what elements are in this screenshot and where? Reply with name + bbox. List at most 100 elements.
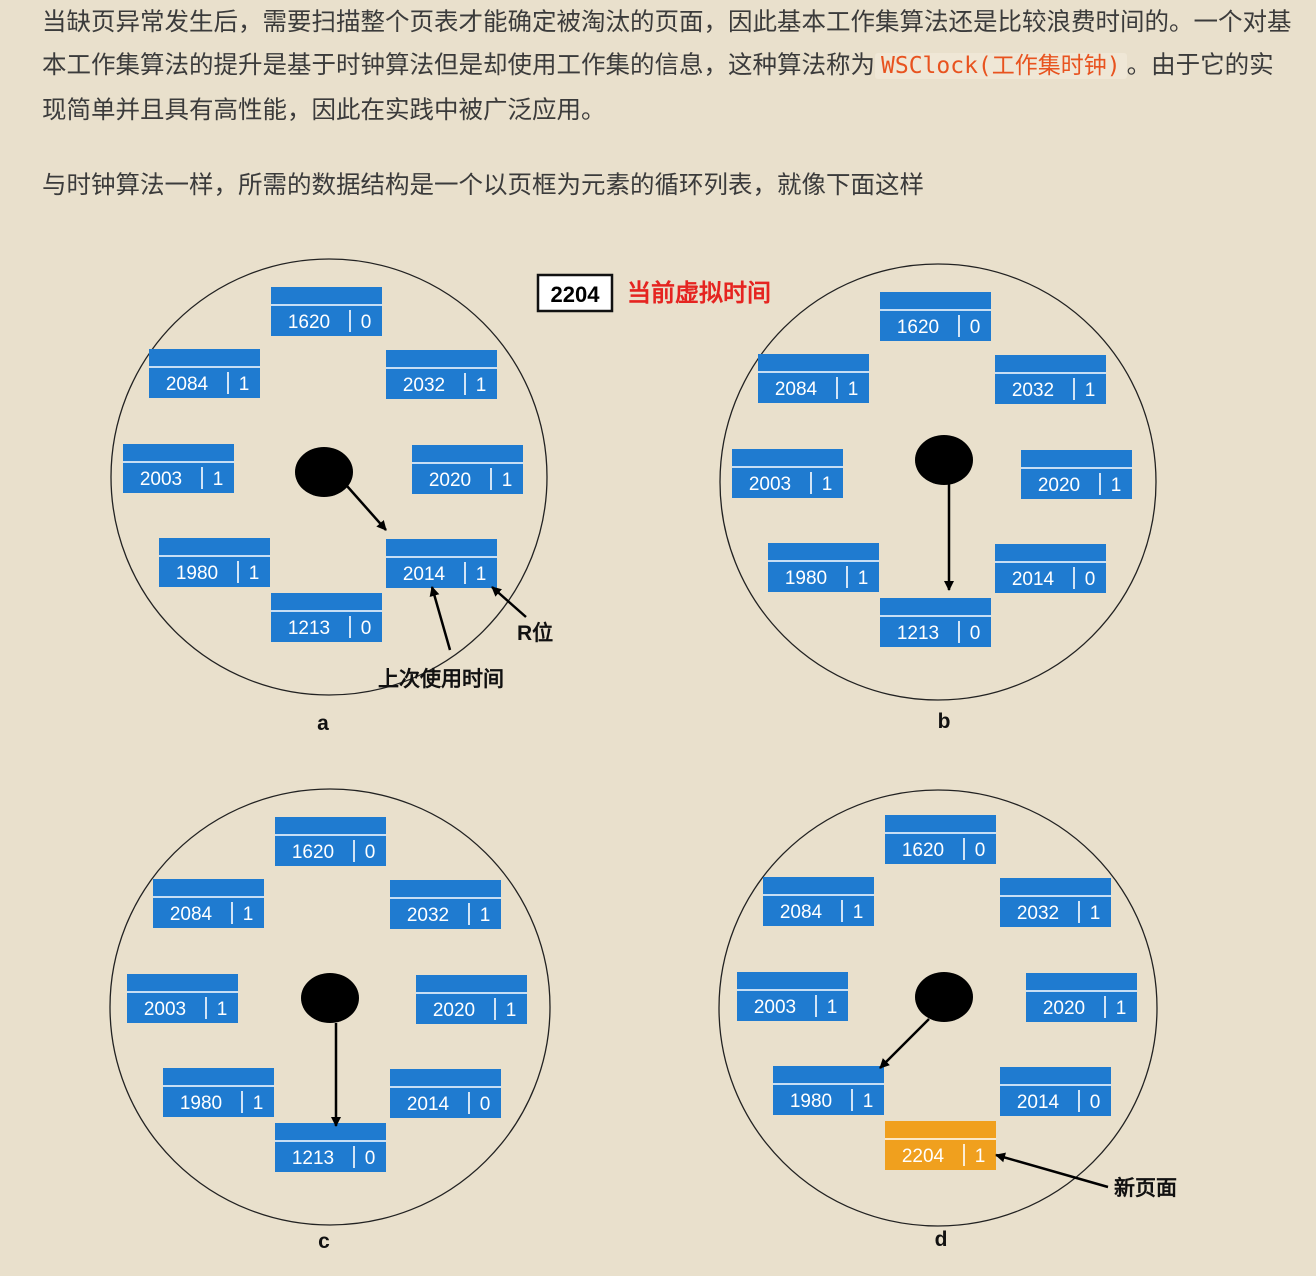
frame-last-use-time: 2084 [170, 904, 213, 925]
clock-hand [879, 1018, 930, 1069]
page-frame: 2204 1 [885, 1121, 996, 1170]
clock-ring [110, 258, 548, 696]
r-bit-label: R位 [517, 621, 553, 645]
frame-r-bit: 0 [970, 317, 981, 338]
page-frame: 2020 1 [412, 445, 523, 494]
frame-last-use-time: 2003 [754, 997, 796, 1018]
frame-last-use-time: 1980 [790, 1091, 832, 1112]
page-frame: 1620 0 [275, 817, 386, 866]
page-frame: 1980 1 [773, 1066, 884, 1115]
frame-r-bit: 1 [217, 999, 228, 1020]
frame-last-use-time: 2014 [1012, 569, 1055, 590]
frame-r-bit: 1 [1116, 998, 1127, 1019]
clock-hand-hub [915, 972, 973, 1022]
frame-r-bit: 0 [361, 618, 372, 639]
frame-last-use-time: 2020 [429, 470, 471, 491]
frame-r-bit: 1 [1085, 380, 1096, 401]
clock-hand-hub [915, 435, 973, 485]
wsclock-code: WSClock(工作集时钟) [875, 53, 1127, 79]
frame-r-bit: 1 [827, 997, 838, 1018]
frame-last-use-time: 2003 [144, 999, 186, 1020]
page-frame: 1620 0 [880, 292, 991, 341]
last-use-label: 上次使用时间 [378, 667, 504, 691]
frame-r-bit: 1 [848, 379, 859, 400]
frame-last-use-time: 2032 [1012, 380, 1054, 401]
frame-r-bit: 1 [253, 1093, 264, 1114]
page-frame: 1980 1 [163, 1068, 274, 1117]
frame-last-use-time: 1213 [288, 618, 330, 639]
frame-r-bit: 1 [213, 469, 224, 490]
frame-last-use-time: 2032 [403, 375, 445, 396]
panel-label: c [318, 1230, 330, 1253]
page-frame: 2014 0 [390, 1069, 501, 1118]
frame-r-bit: 1 [853, 902, 864, 923]
frame-r-bit: 1 [243, 904, 254, 925]
frame-last-use-time: 1980 [180, 1093, 222, 1114]
clock-hand [346, 485, 387, 531]
page-frame: 2003 1 [737, 972, 848, 1021]
page-frame: 1980 1 [768, 543, 879, 592]
frame-r-bit: 1 [1111, 475, 1122, 496]
clock-ring [719, 263, 1157, 701]
frame-r-bit: 1 [480, 905, 491, 926]
frame-last-use-time: 2003 [749, 474, 791, 495]
page-frame: 2032 1 [390, 880, 501, 929]
frame-last-use-time: 2020 [433, 1000, 475, 1021]
frame-last-use-time: 1213 [292, 1148, 334, 1169]
page-frame: 1213 0 [275, 1123, 386, 1172]
r-bit-arrow [491, 586, 527, 618]
frame-last-use-time: 2014 [403, 564, 446, 585]
clock-hand-hub [301, 973, 359, 1023]
page-frame: 2014 1 [386, 539, 497, 588]
frame-r-bit: 0 [480, 1094, 491, 1115]
frame-last-use-time: 1980 [785, 568, 827, 589]
frame-r-bit: 1 [863, 1091, 874, 1112]
frame-r-bit: 0 [365, 1148, 376, 1169]
frame-last-use-time: 2014 [407, 1094, 450, 1115]
last-use-arrow [429, 586, 452, 651]
page-frame: 2014 0 [995, 544, 1106, 593]
frame-last-use-time: 2020 [1038, 475, 1080, 496]
page-frame: 1620 0 [885, 815, 996, 864]
intro-text-2: 。由于它的实现简单并且具有高性能，因此在实践中被广泛应用。 [42, 50, 1274, 124]
current-time-label: 当前虚拟时间 [627, 279, 771, 307]
frame-last-use-time: 2003 [140, 469, 182, 490]
frame-r-bit: 1 [1090, 903, 1101, 924]
frame-last-use-time: 2204 [902, 1146, 945, 1167]
frame-last-use-time: 1620 [902, 840, 944, 861]
frame-last-use-time: 1620 [288, 312, 330, 333]
page-frame: 2003 1 [127, 974, 238, 1023]
frame-last-use-time: 2084 [775, 379, 818, 400]
frame-last-use-time: 1620 [897, 317, 939, 338]
panel-label: a [317, 712, 329, 735]
frame-last-use-time: 2032 [407, 905, 449, 926]
frame-r-bit: 1 [476, 375, 487, 396]
current-time-box: 2204 [536, 273, 614, 313]
frame-r-bit: 0 [365, 842, 376, 863]
panel-label: b [938, 710, 951, 733]
frame-last-use-time: 2020 [1043, 998, 1085, 1019]
frame-last-use-time: 1620 [292, 842, 334, 863]
frame-r-bit: 1 [476, 564, 487, 585]
intro-text-1: 当缺页异常发生后，需要扫描整个页表才能确定被淘汰的页面，因此基本工作集算法还是比… [42, 7, 1292, 79]
frame-r-bit: 0 [1085, 569, 1096, 590]
frame-r-bit: 0 [975, 840, 986, 861]
page-frame: 2032 1 [386, 350, 497, 399]
frame-r-bit: 1 [858, 568, 869, 589]
page-frame: 2084 1 [758, 354, 869, 403]
frame-r-bit: 1 [502, 470, 513, 491]
frame-r-bit: 1 [975, 1146, 986, 1167]
page-frame: 2020 1 [1021, 450, 1132, 499]
intro-paragraph: 当缺页异常发生后，需要扫描整个页表才能确定被淘汰的页面，因此基本工作集算法还是比… [42, 0, 1292, 131]
frame-last-use-time: 2084 [166, 374, 209, 395]
